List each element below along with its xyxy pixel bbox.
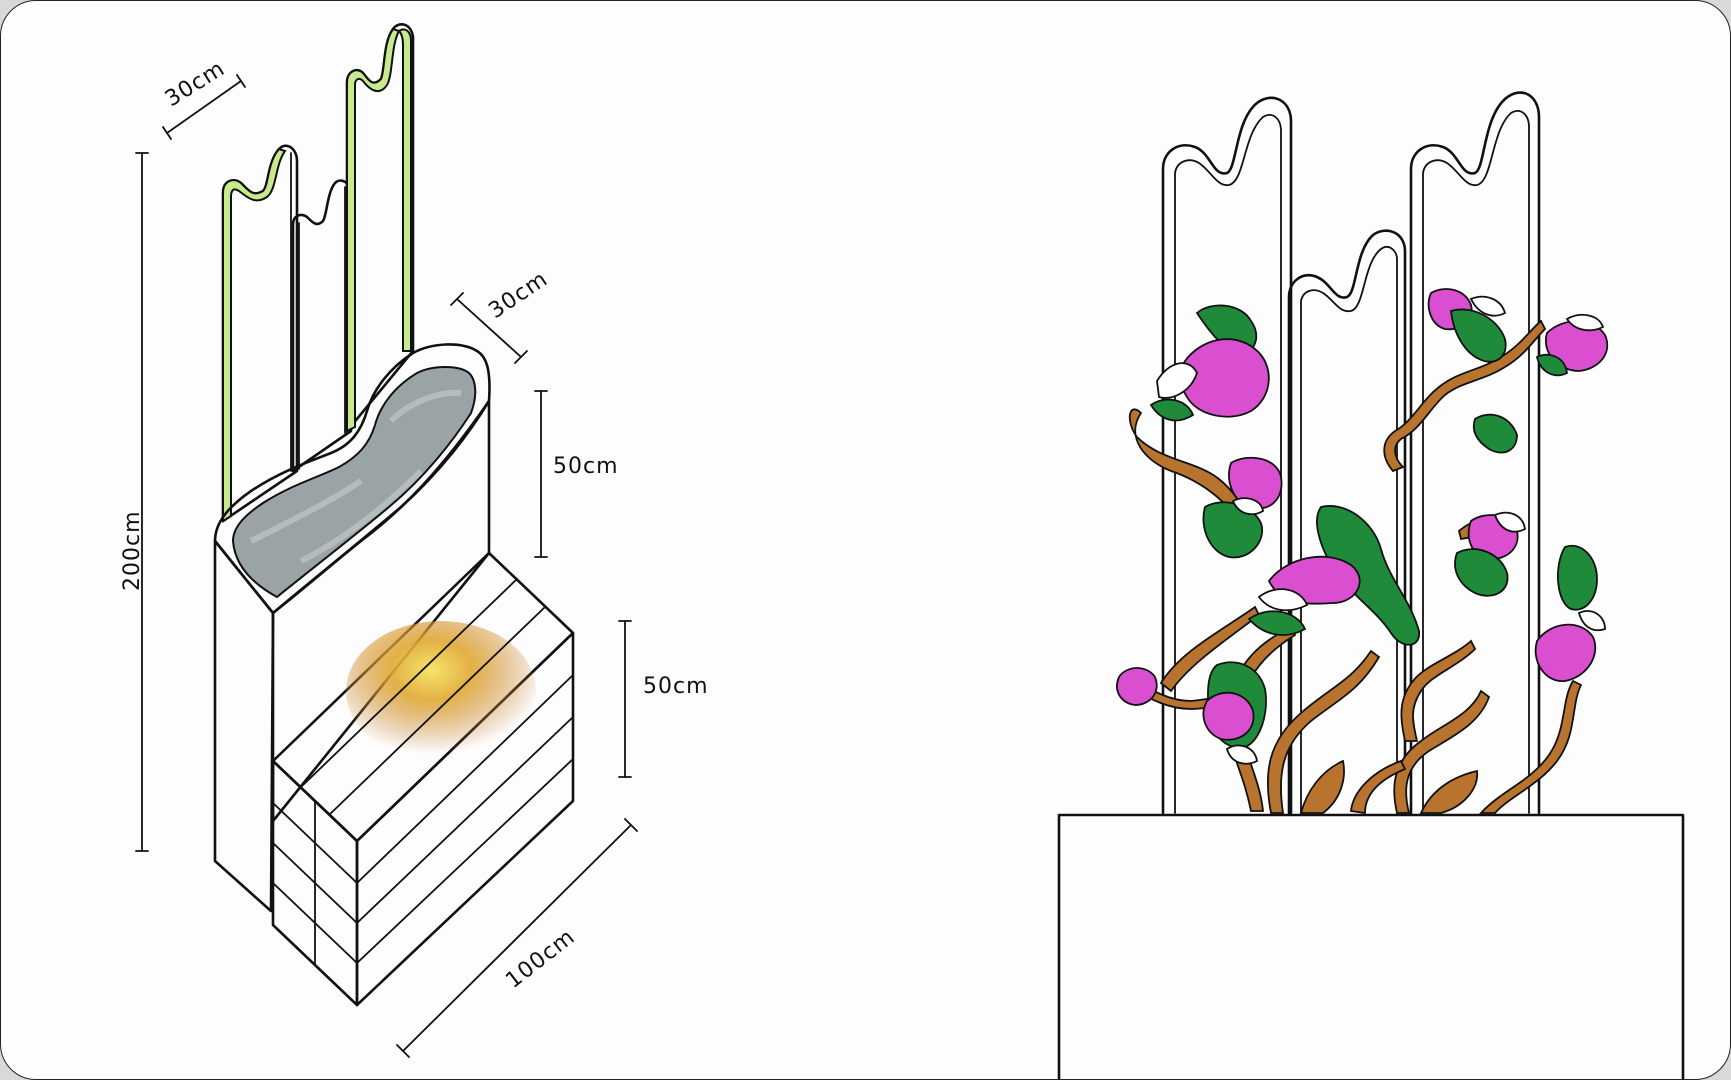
vines [1128, 319, 1583, 815]
arch-2 [1409, 91, 1541, 815]
foliage [1116, 288, 1609, 765]
label-planter-height: 50cm [553, 454, 619, 479]
dim-planter-depth: 30cm [450, 267, 553, 364]
panel-1 [221, 144, 299, 523]
planter-top [213, 343, 491, 615]
label-bench-height: 50cm [643, 674, 709, 699]
planter-left-face [213, 539, 275, 913]
wooden-bench [271, 551, 575, 1007]
dim-planter-height: 50cm [534, 390, 619, 558]
arch-panels [1161, 91, 1541, 815]
label-planter-depth: 30cm [484, 267, 552, 324]
panel-2 [291, 179, 353, 473]
dim-total-height: 200cm [120, 152, 149, 852]
planter-box-outline [1057, 813, 1685, 1079]
dim-bench-height: 50cm [618, 620, 709, 778]
right-front-elevation [1057, 91, 1685, 1079]
back-panels [221, 23, 415, 523]
panel-1-edge [222, 147, 287, 523]
label-bench-length: 100cm [501, 924, 580, 993]
arch-1 [1161, 96, 1293, 815]
arch-3 [1287, 229, 1407, 815]
concrete-planter [213, 343, 491, 913]
left-isometric-drawing: 30cm 200cm 30cm 50cm [120, 23, 709, 1058]
label-total-height: 200cm [120, 510, 145, 591]
label-panel-width: 30cm [161, 56, 230, 112]
dim-panel-width: 30cm [161, 56, 246, 140]
